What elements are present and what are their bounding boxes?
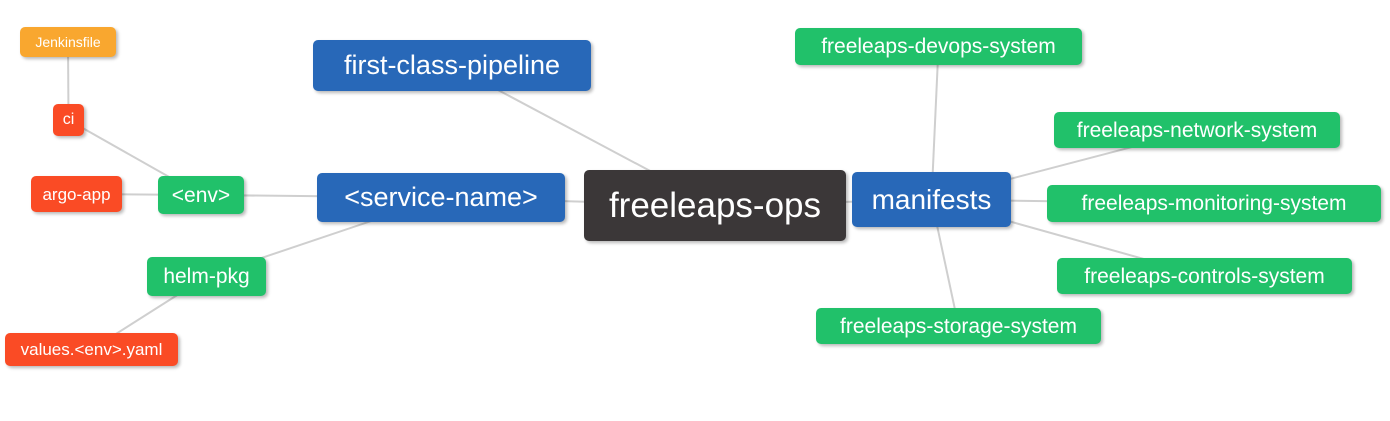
node-freeleaps-storage-system[interactable]: freeleaps-storage-system xyxy=(816,308,1101,344)
node-jenkinsfile[interactable]: Jenkinsfile xyxy=(20,27,116,57)
node-freeleaps-monitoring-system[interactable]: freeleaps-monitoring-system xyxy=(1047,185,1381,222)
node-helm-pkg[interactable]: helm-pkg xyxy=(147,257,266,296)
node-values-env-yaml[interactable]: values.<env>.yaml xyxy=(5,333,178,366)
node-env[interactable]: <env> xyxy=(158,176,244,214)
node-freeleaps-ops[interactable]: freeleaps-ops xyxy=(584,170,846,241)
node-first-class-pipeline[interactable]: first-class-pipeline xyxy=(313,40,591,91)
node-freeleaps-devops-system[interactable]: freeleaps-devops-system xyxy=(795,28,1082,65)
node-argo-app[interactable]: argo-app xyxy=(31,176,122,212)
node-service-name[interactable]: <service-name> xyxy=(317,173,565,222)
node-freeleaps-network-system[interactable]: freeleaps-network-system xyxy=(1054,112,1340,148)
node-freeleaps-controls-system[interactable]: freeleaps-controls-system xyxy=(1057,258,1352,294)
node-ci[interactable]: ci xyxy=(53,104,84,136)
node-manifests[interactable]: manifests xyxy=(852,172,1011,227)
